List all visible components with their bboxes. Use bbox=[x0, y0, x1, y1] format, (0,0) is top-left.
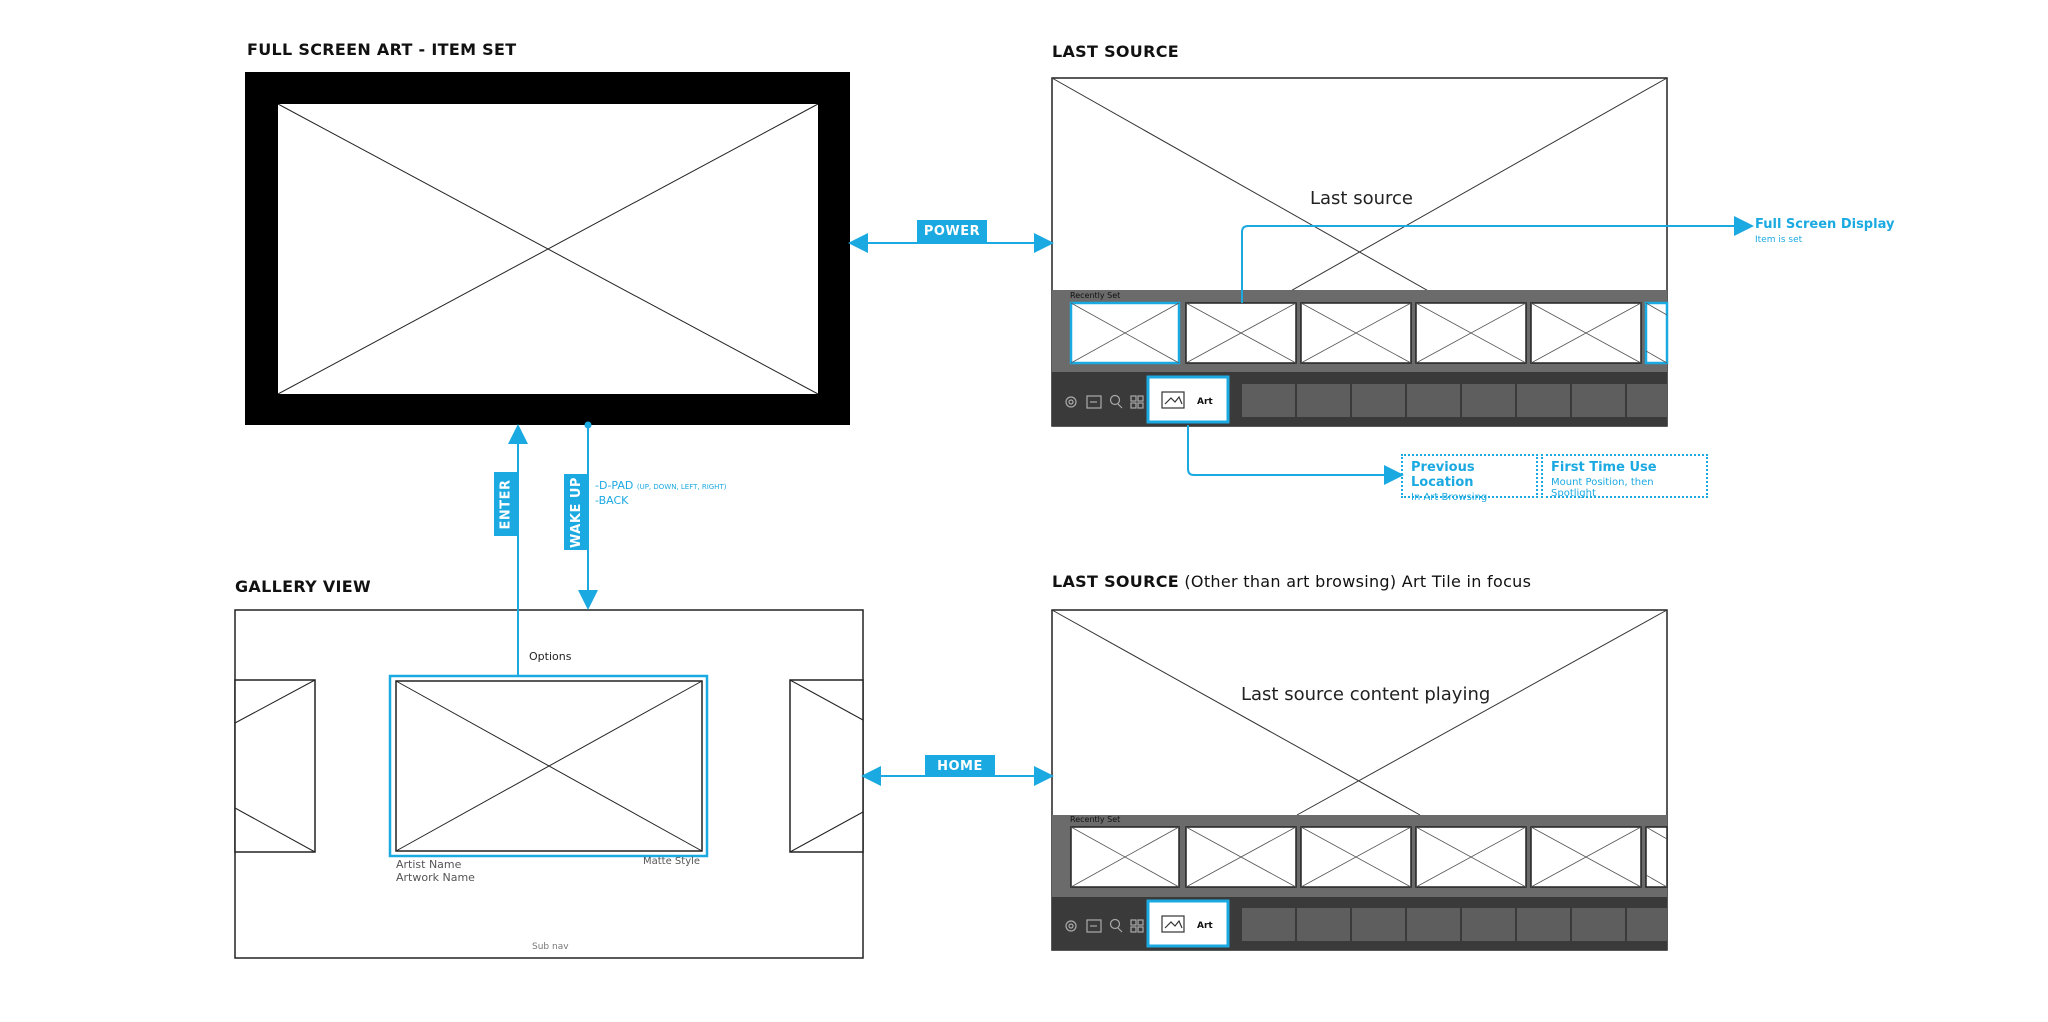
title-last-source-2-rest: (Other than art browsing) Art Tile in fo… bbox=[1179, 572, 1532, 591]
back-note: -BACK bbox=[595, 494, 629, 507]
enter-label: ENTER bbox=[498, 478, 514, 530]
matte-style-label: Matte Style bbox=[643, 856, 701, 867]
sub-nav-label: Sub nav bbox=[532, 942, 569, 952]
source-icon bbox=[1086, 919, 1102, 933]
recent-thumbnails-2 bbox=[1070, 826, 1668, 888]
last-source-panel bbox=[1051, 77, 1669, 427]
last-source-panel-2 bbox=[1051, 609, 1668, 951]
recently-set-label-2: Recently Set bbox=[1070, 815, 1121, 824]
power-pill: POWER bbox=[917, 220, 987, 243]
dpad-main: -D-PAD bbox=[595, 479, 634, 492]
previous-location-connector bbox=[1187, 425, 1404, 485]
full-screen-display-subtitle: Item is set bbox=[1755, 235, 1803, 245]
dpad-detail: (UP, DOWN, LEFT, RIGHT) bbox=[636, 483, 727, 491]
art-tile-label-2: Art bbox=[1197, 921, 1213, 931]
home-pill: HOME bbox=[925, 755, 995, 777]
art-frame-icon bbox=[1161, 915, 1185, 933]
art-frame-icon bbox=[1161, 391, 1185, 409]
art-tile-focused bbox=[1146, 375, 1230, 424]
title-last-source-2: LAST SOURCE (Other than art browsing) Ar… bbox=[1052, 572, 1531, 591]
title-last-source-2-bold: LAST SOURCE bbox=[1052, 572, 1179, 591]
apps-icon bbox=[1130, 919, 1144, 933]
gallery-view-panel bbox=[234, 609, 864, 959]
apps-icon bbox=[1130, 395, 1144, 409]
source-icon bbox=[1086, 395, 1102, 409]
previous-location-subtitle: In Art Browsing bbox=[1411, 492, 1488, 503]
title-gallery-view: GALLERY VIEW bbox=[235, 577, 371, 596]
nav-tiles bbox=[1242, 384, 1667, 417]
first-time-use-title: First Time Use bbox=[1551, 460, 1657, 475]
art-tile-focused-2 bbox=[1146, 899, 1230, 948]
settings-icon bbox=[1065, 920, 1077, 932]
dpad-note: -D-PAD (UP, DOWN, LEFT, RIGHT) bbox=[595, 479, 726, 492]
artist-name-label: Artist Name bbox=[396, 858, 462, 871]
previous-location-title: Previous Location bbox=[1411, 460, 1475, 490]
recently-set-label: Recently Set bbox=[1070, 291, 1121, 300]
search-icon bbox=[1109, 394, 1123, 409]
nav-tiles-2 bbox=[1242, 908, 1667, 941]
title-last-source: LAST SOURCE bbox=[1052, 42, 1179, 61]
artwork-name-label: Artwork Name bbox=[396, 871, 475, 884]
full-screen-display-title: Full Screen Display bbox=[1755, 217, 1895, 232]
wake-up-pill: WAKE UP bbox=[564, 474, 588, 550]
wake-up-label: WAKE UP bbox=[568, 476, 584, 548]
gallery-options-label: Options bbox=[529, 650, 572, 663]
search-icon bbox=[1109, 918, 1123, 933]
first-time-use-box: First Time Use Mount Position, then Spot… bbox=[1541, 454, 1708, 499]
full-screen-art-frame bbox=[245, 72, 850, 425]
enter-pill: ENTER bbox=[494, 472, 518, 536]
recent-thumbnails bbox=[1069, 301, 1669, 365]
last-source-content-playing-label: Last source content playing bbox=[1241, 684, 1491, 705]
title-full-screen-art: FULL SCREEN ART - ITEM SET bbox=[247, 40, 517, 59]
settings-icon bbox=[1065, 396, 1077, 408]
last-source-content-label: Last source bbox=[1310, 188, 1413, 209]
previous-location-box: Previous Location In Art Browsing bbox=[1401, 454, 1538, 503]
full-screen-display-connector bbox=[1241, 216, 1754, 303]
art-tile-label: Art bbox=[1197, 397, 1213, 407]
first-time-use-subtitle: Mount Position, then Spotlight bbox=[1551, 477, 1654, 499]
